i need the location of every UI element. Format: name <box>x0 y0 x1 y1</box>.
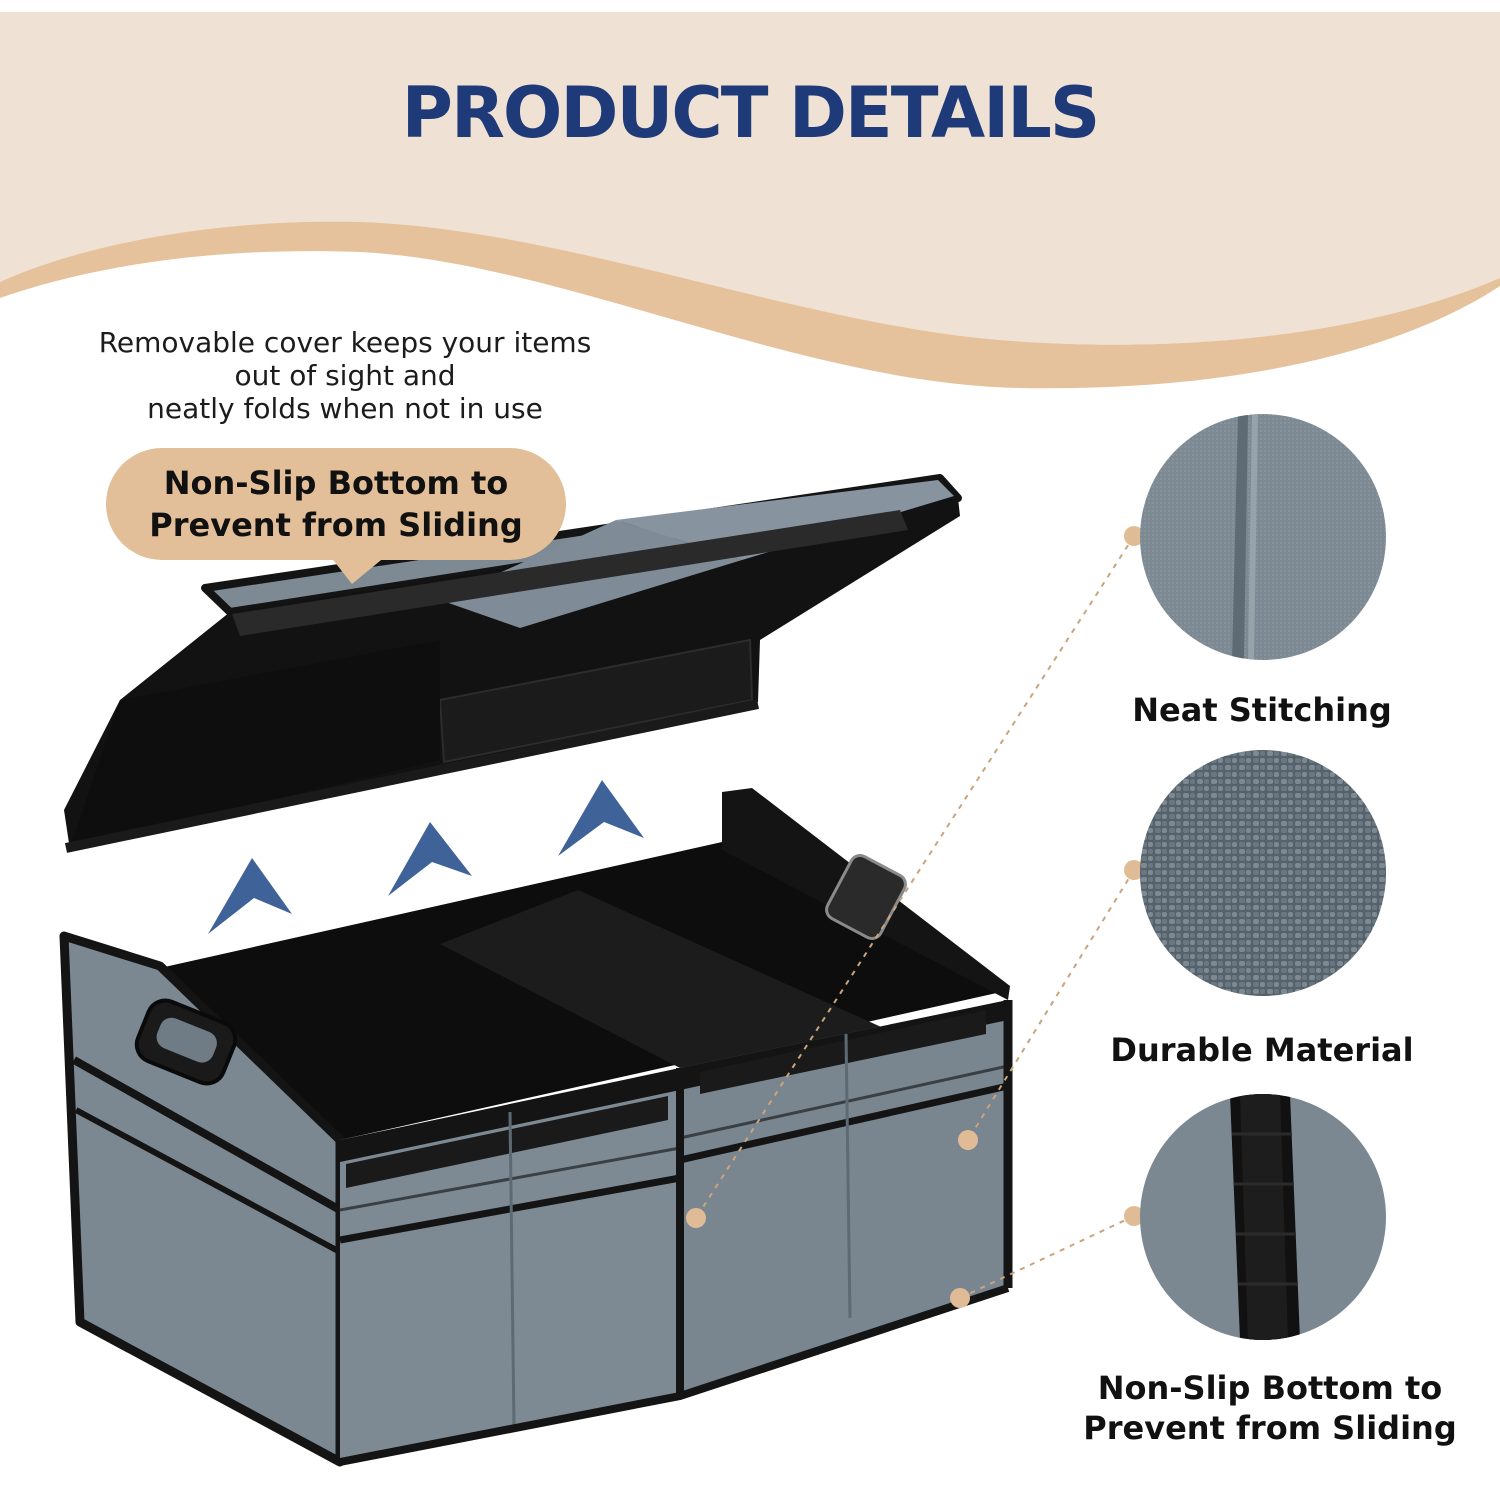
stitching-closeup-icon <box>1140 414 1386 660</box>
up-arrow-icon <box>558 780 644 856</box>
callout-dot <box>1124 526 1144 546</box>
callout-dot <box>958 1130 978 1150</box>
detail-caption-non-slip: Non-Slip Bottom to Prevent from Sliding <box>1070 1368 1470 1448</box>
callout-dot <box>1124 860 1144 880</box>
callout-leaders <box>686 526 1144 1308</box>
speech-bubble-line: Prevent from Sliding <box>149 506 523 544</box>
page-title: PRODUCT DETAILS <box>401 72 1101 154</box>
detail-caption-line: Durable Material <box>1110 1031 1414 1069</box>
speech-bubble-tail <box>330 556 386 584</box>
detail-caption-material: Durable Material <box>1100 1030 1424 1070</box>
woven-fabric-closeup-icon <box>1140 750 1386 996</box>
header-wave <box>0 221 1500 389</box>
cover-description-line: out of sight and <box>234 359 456 392</box>
header-band <box>0 12 1500 345</box>
lift-arrows <box>208 780 644 934</box>
non-slip-strip-closeup-icon <box>1140 1094 1386 1340</box>
detail-caption-line: Neat Stitching <box>1132 691 1392 729</box>
organizer-box <box>59 788 1013 1467</box>
detail-caption-line: Prevent from Sliding <box>1083 1409 1457 1447</box>
speech-bubble: Non-Slip Bottom to Prevent from Sliding <box>106 448 566 560</box>
up-arrow-icon <box>208 858 292 934</box>
callout-dot <box>686 1208 706 1228</box>
speech-bubble-line: Non-Slip Bottom to <box>163 464 509 502</box>
callout-dot <box>950 1288 970 1308</box>
up-arrow-icon <box>388 822 472 896</box>
detail-caption-line: Non-Slip Bottom to <box>1097 1369 1443 1407</box>
callout-dot <box>1124 1206 1144 1226</box>
cover-description-line: neatly folds when not in use <box>147 392 543 425</box>
cover-description: Removable cover keeps your items out of … <box>60 326 630 425</box>
organizer-lid <box>64 474 962 853</box>
detail-caption-stitching: Neat Stitching <box>1100 690 1424 730</box>
cover-description-line: Removable cover keeps your items <box>98 326 592 359</box>
